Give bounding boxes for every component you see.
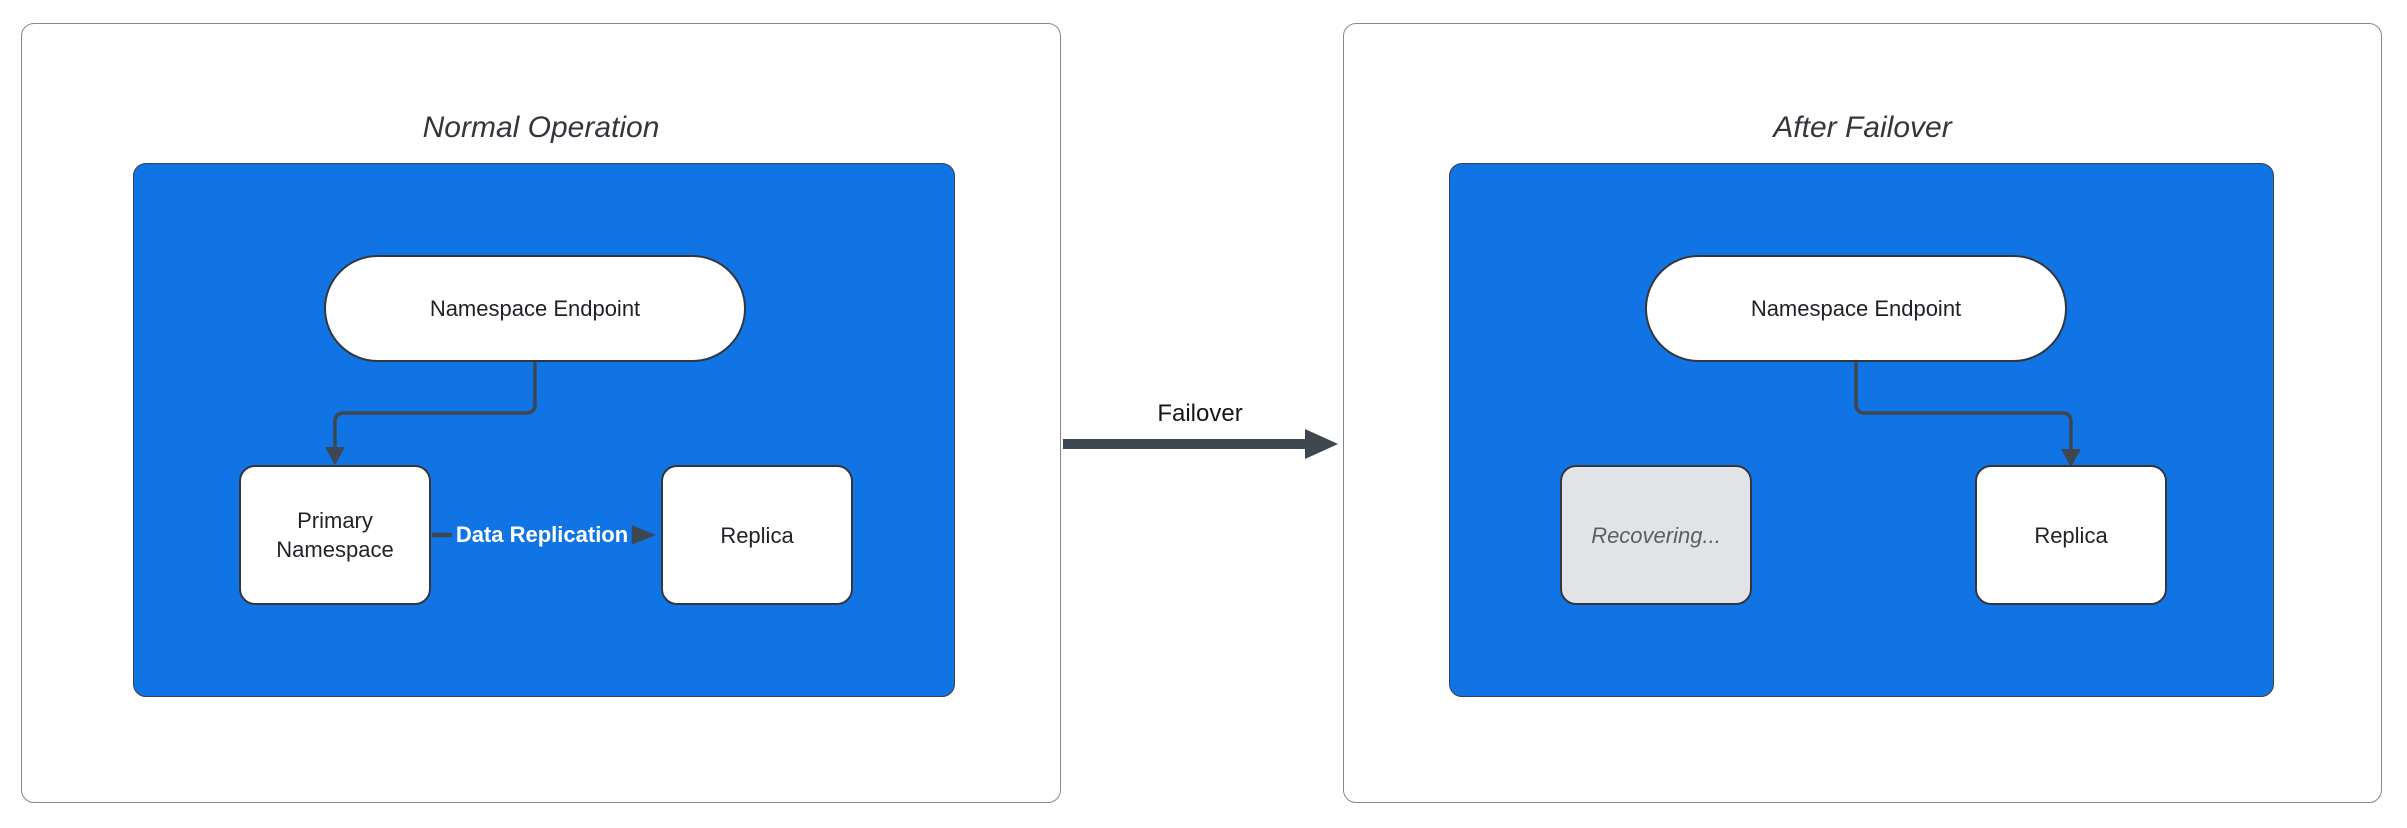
node-recovering: Recovering... [1560,465,1752,605]
node-label: Replica [2034,522,2108,548]
panel-title-normal-operation: Normal Operation [422,111,660,144]
node-namespace-endpoint-normal: Namespace Endpoint [324,255,746,362]
node-label: Namespace Endpoint [429,295,641,321]
edge-label-data-replication: Data Replication [451,521,633,549]
namespace-group-normal [133,163,955,697]
namespace-group-after [1449,163,2274,697]
edge-failover [1063,429,1338,459]
node-label: Replica [720,522,794,548]
node-label: Recovering... [1591,522,1721,548]
node-label: Primary Namespace [276,508,394,562]
panel-title-after-failover: After Failover [1773,111,1952,144]
node-namespace-endpoint-after: Namespace Endpoint [1645,255,2067,362]
node-replica-after: Replica [1975,465,2167,605]
arrowhead-right-icon [1305,429,1338,459]
node-primary-namespace: Primary Namespace [239,465,431,605]
node-replica-normal: Replica [661,465,853,605]
edge-label-failover: Failover [1157,400,1243,427]
node-label: Namespace Endpoint [1750,295,1962,321]
